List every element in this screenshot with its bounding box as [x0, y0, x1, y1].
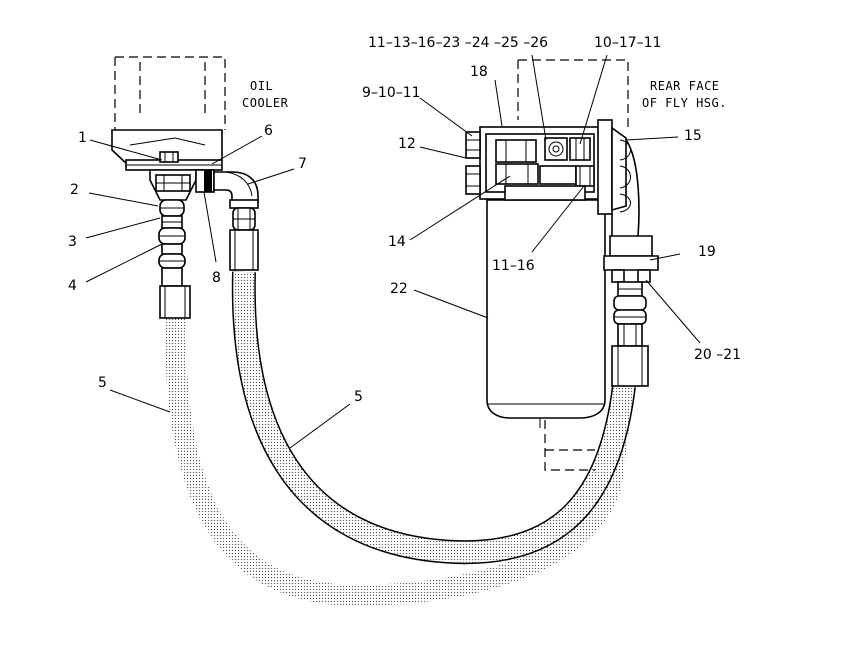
callout-19: 19	[698, 244, 716, 260]
callout-11-16: 11–16	[492, 258, 535, 274]
callout-3: 3	[68, 234, 77, 250]
callout-10-17-11: 10–17–11	[594, 35, 661, 51]
filter-head	[479, 126, 601, 201]
callout-4: 4	[68, 278, 77, 294]
callout-14: 14	[388, 234, 406, 250]
head-bolts-left	[465, 131, 481, 195]
callout-22: 22	[390, 281, 408, 297]
oil-cooler-phantom	[114, 56, 226, 130]
callout-labels: 1 2 3 4 5 5 6 7 8 9–10–11 10–17–11 11–13…	[68, 35, 741, 405]
callout-5-outer: 5	[98, 375, 107, 391]
callout-5-inner: 5	[354, 389, 363, 405]
cooler-adapter-block	[111, 129, 223, 171]
fitting-stack-left	[158, 199, 191, 319]
callout-20-21: 20 –21	[694, 347, 741, 363]
elbow-fitting-item-7	[213, 171, 259, 271]
note-rear-face-line-1: REAR FACE	[650, 79, 720, 93]
callout-8: 8	[212, 270, 221, 286]
bolt-item-1	[159, 151, 179, 163]
callout-2: 2	[70, 182, 79, 198]
note-oil-line-1: OIL	[250, 79, 273, 93]
pressure-switch-item-19	[603, 235, 659, 387]
outer-hose	[164, 315, 635, 606]
note-rear-face-line-2: OF FLY HSG.	[642, 96, 727, 110]
callout-11-13-16-23-24-25-26: 11–13–16–23 –24 –25 –26	[368, 35, 548, 51]
callout-15: 15	[684, 128, 702, 144]
callout-7: 7	[298, 156, 307, 172]
notes: OIL COOLER REAR FACE OF FLY HSG.	[242, 79, 727, 110]
note-oil-line-2: COOLER	[242, 96, 289, 110]
callout-6: 6	[264, 123, 273, 139]
callout-18: 18	[470, 64, 488, 80]
callout-12: 12	[398, 136, 416, 152]
callout-9-10-11: 9–10–11	[362, 85, 421, 101]
filter-canister	[486, 199, 606, 428]
tee-fitting	[149, 169, 215, 201]
inner-hose	[231, 271, 636, 565]
fly-housing-phantom	[517, 59, 629, 471]
mounting-bracket	[597, 119, 640, 237]
leader-lines	[85, 54, 701, 449]
callout-1: 1	[78, 130, 87, 146]
